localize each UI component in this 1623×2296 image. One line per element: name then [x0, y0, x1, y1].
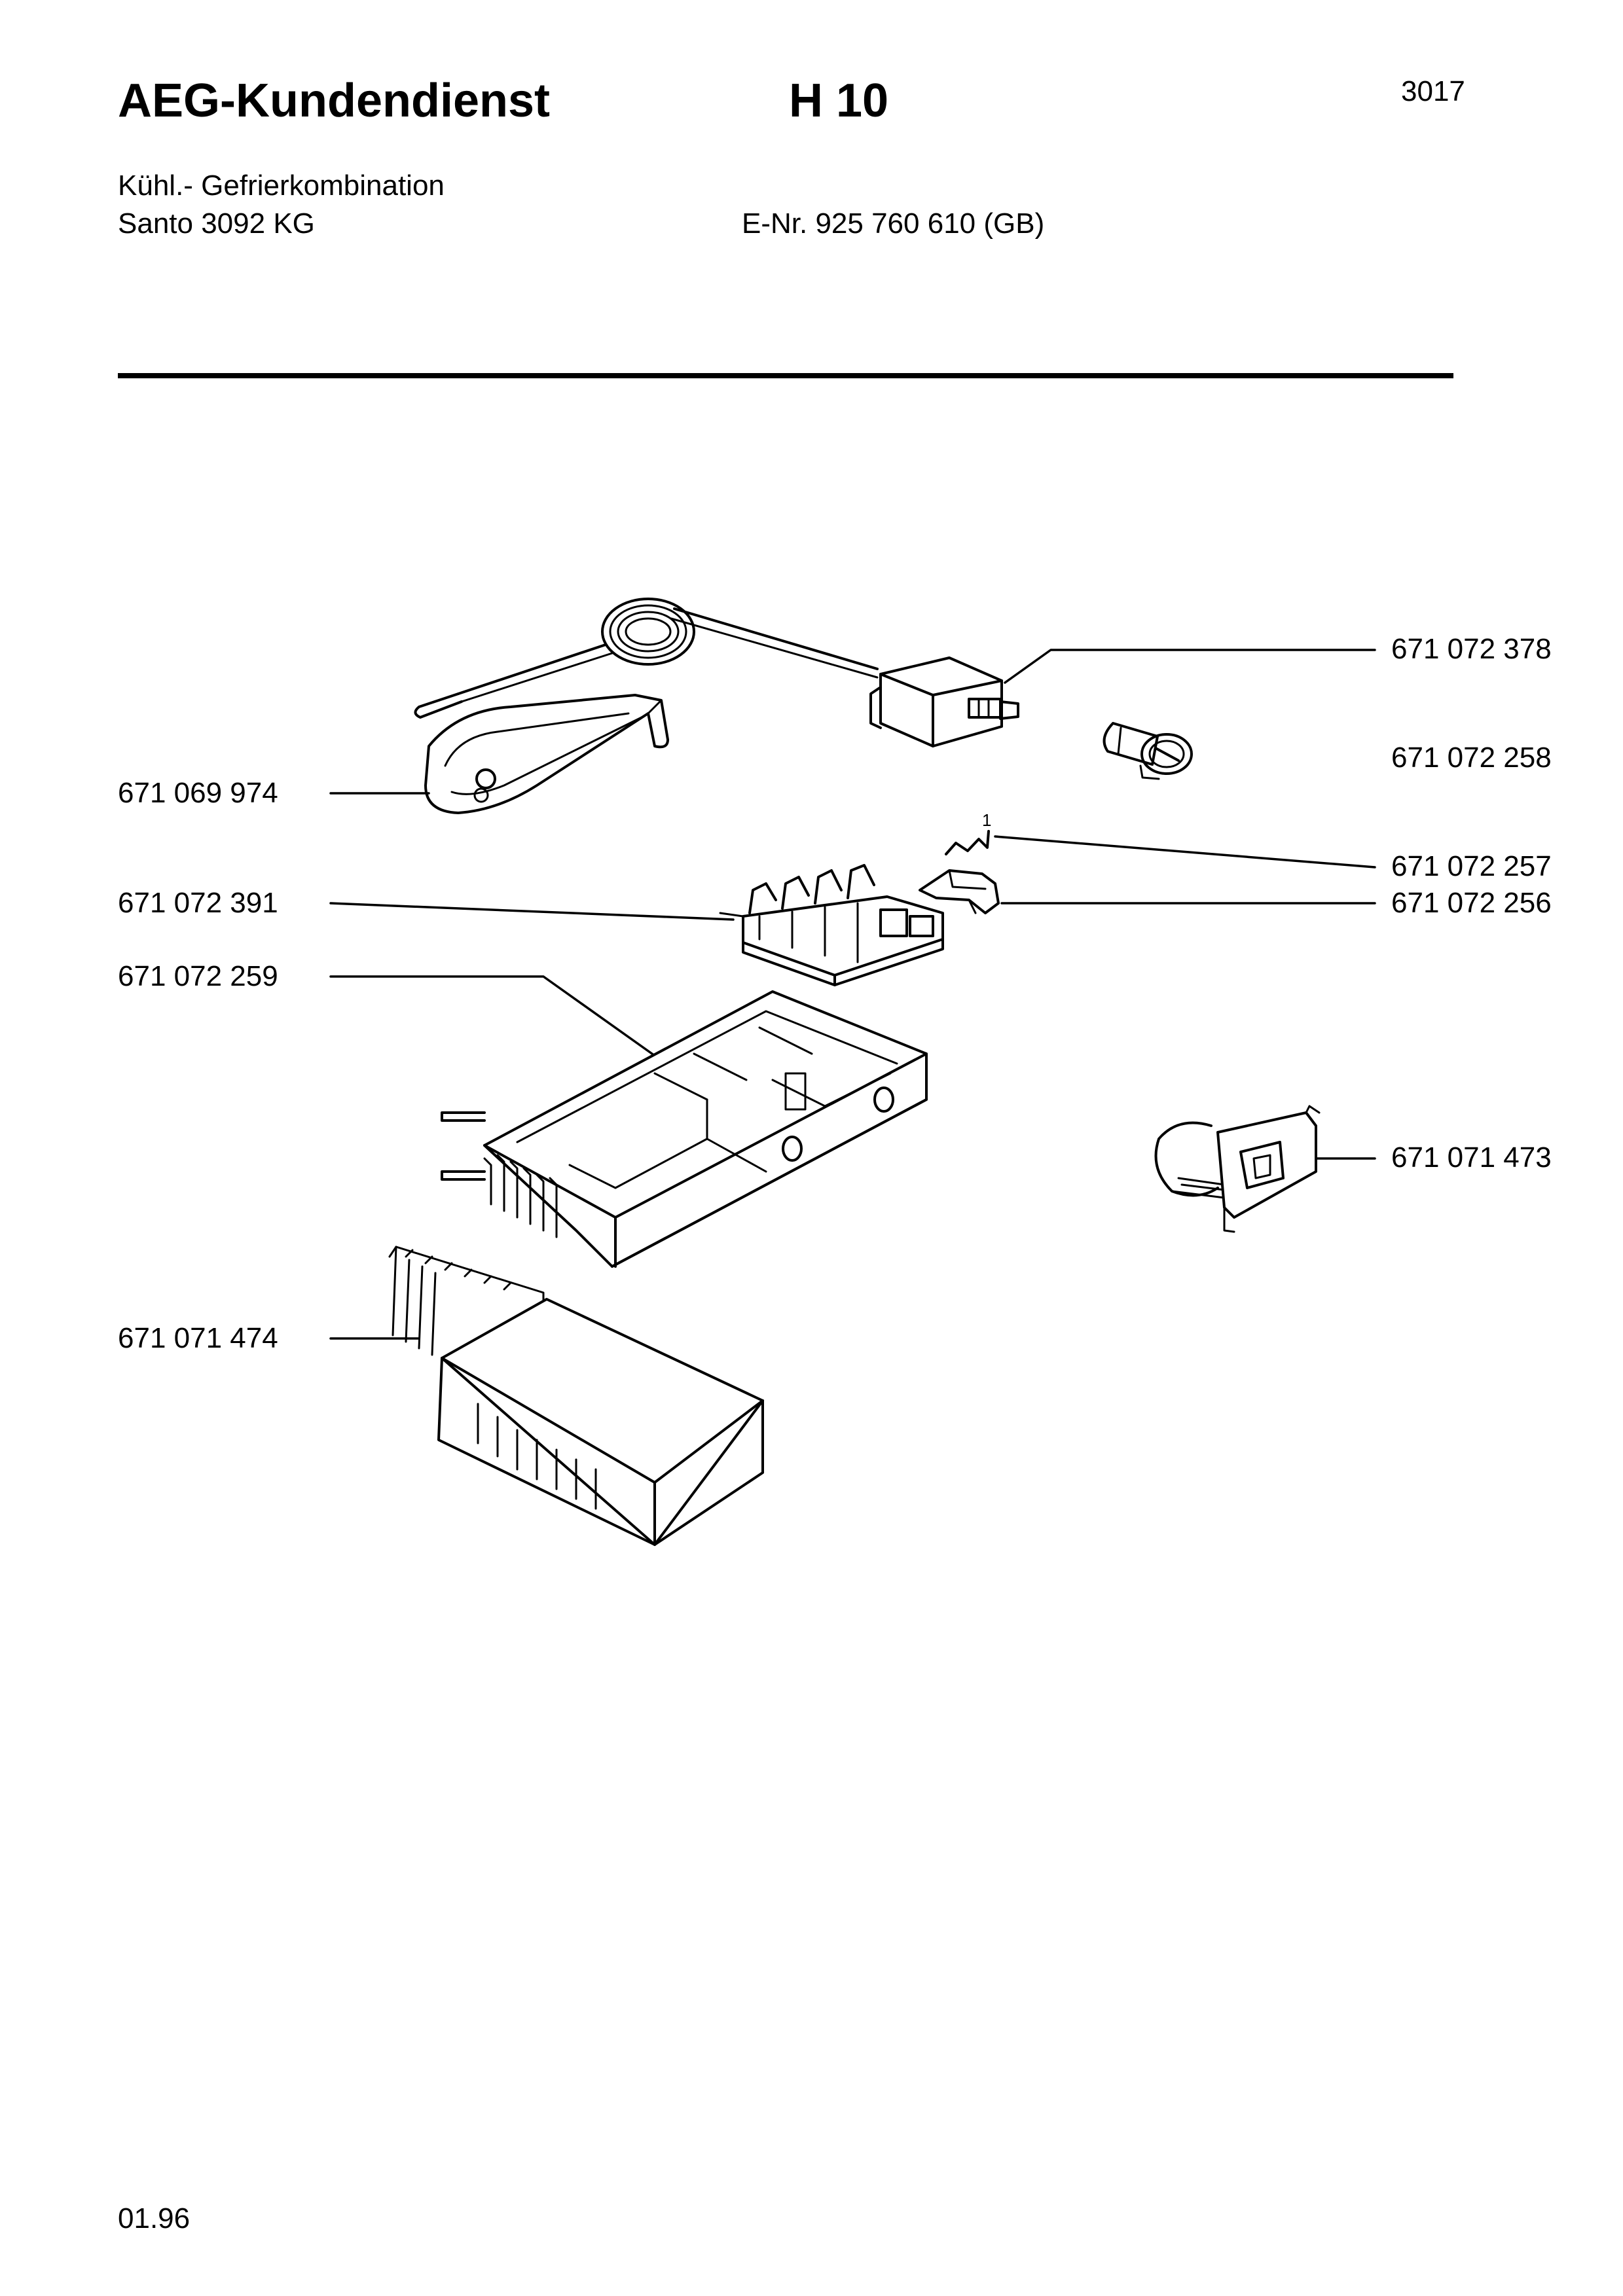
part-label-knob-screw: 671 072 258: [1391, 742, 1552, 774]
part-label-thermostat-bracket: 671 069 974: [118, 777, 278, 809]
part-label-terminal-board: 671 072 391: [118, 887, 278, 919]
leader-thermostat: [1004, 649, 1376, 684]
thermostat-bracket-drawing: [424, 694, 669, 814]
housing-cover-drawing: [388, 1246, 764, 1546]
leader-housing-lower: [329, 975, 663, 1062]
callout-marker: 1: [982, 810, 991, 830]
header-rule: [118, 373, 1453, 378]
e-number: E-Nr. 925 760 610 (GB): [742, 207, 1045, 240]
page-number: 3017: [1401, 75, 1465, 107]
product-model: Santo 3092 KG: [118, 207, 315, 240]
brand-title: AEG-Kundendienst: [118, 75, 550, 127]
part-label-housing-cover: 671 071 474: [118, 1322, 278, 1354]
document-code: H 10: [789, 75, 889, 127]
housing-lower-drawing: [441, 990, 928, 1268]
contact-spring-drawing: 1: [945, 810, 991, 855]
footer-date: 01.96: [118, 2202, 191, 2234]
switch-contact-drawing: [919, 869, 1000, 914]
leader-contact-spring: [994, 835, 1376, 869]
thermostat-drawing: [414, 598, 1019, 747]
leader-lines: [329, 649, 1376, 1340]
leader-terminal-board: [329, 902, 735, 921]
product-type: Kühl.- Gefrierkombination: [118, 170, 445, 202]
lamp-holder-drawing: [1154, 1105, 1321, 1233]
knob-screw-drawing: [1103, 722, 1193, 780]
part-label-thermostat: 671 072 378: [1391, 633, 1552, 665]
part-label-switch-contact: 671 072 256: [1391, 887, 1552, 919]
terminal-board-drawing: [719, 864, 944, 986]
part-label-housing-lower: 671 072 259: [118, 960, 278, 992]
part-label-contact-spring: 671 072 257: [1391, 850, 1552, 882]
part-label-lamp-holder: 671 071 473: [1391, 1141, 1552, 1174]
